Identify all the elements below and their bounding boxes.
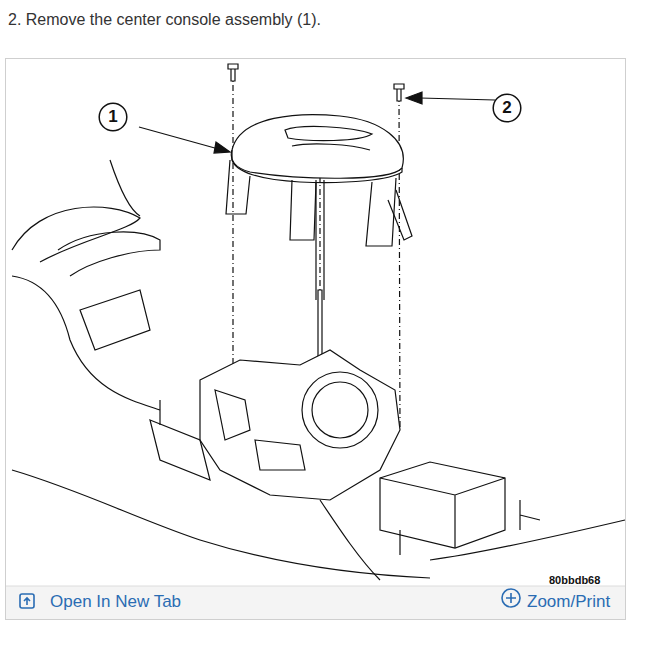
footer-bar (6, 586, 625, 619)
open-link: Open In New Tab (50, 592, 181, 612)
figure-code: 80bbdb68 (549, 574, 600, 586)
step-heading: 2. Remove the center console assembly (1… (8, 11, 321, 29)
callout-circle: 1 (98, 102, 128, 132)
figure-frame (6, 59, 626, 620)
open-tab-icon (20, 594, 34, 608)
line-art (12, 64, 625, 580)
callout-number: 1 (98, 107, 128, 127)
zoom-link: Zoom/Print (527, 592, 610, 612)
callout-circle: 2 (492, 93, 522, 123)
zoom-icon (502, 589, 520, 607)
callout-number: 2 (492, 98, 522, 118)
